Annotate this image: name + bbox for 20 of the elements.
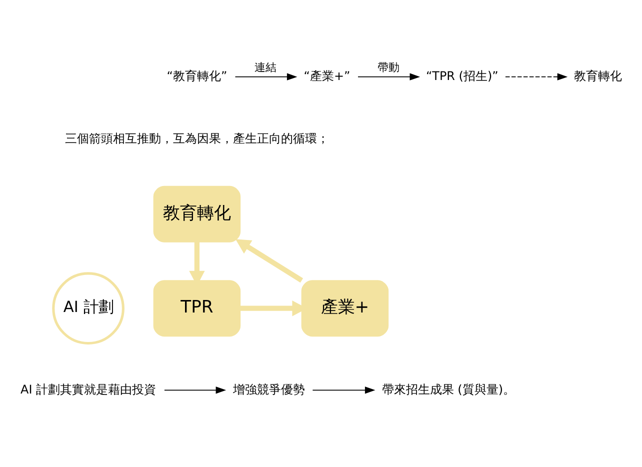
- arrow: [358, 73, 420, 80]
- label: 三個箭頭相互推動，互為因果，產生正向的循環；: [64, 131, 329, 146]
- node-text: 增強競爭優勢: [232, 382, 305, 396]
- edge-label: 帶動: [377, 61, 400, 74]
- node-text: “TPR (招生)”: [426, 68, 498, 83]
- node-box: 產業+: [301, 280, 389, 337]
- node-text: “教育轉化”: [166, 68, 228, 83]
- node-box: TPR: [153, 280, 241, 337]
- node-text: AI 計劃其實就是藉由投資: [20, 382, 156, 396]
- arrow: [312, 386, 376, 394]
- node-text: 教育轉化: [574, 68, 622, 83]
- node-text: “產業+”: [304, 68, 350, 83]
- edge-label: 連結: [254, 61, 277, 74]
- arrow: [235, 239, 304, 283]
- node-box: 教育轉化: [153, 186, 241, 242]
- arrow: [505, 73, 568, 80]
- node-text: 帶來招生成果 (質與量)。: [382, 382, 516, 396]
- node-circle: AI 計劃: [52, 272, 124, 345]
- arrow: [164, 386, 226, 394]
- arrow: [234, 73, 298, 80]
